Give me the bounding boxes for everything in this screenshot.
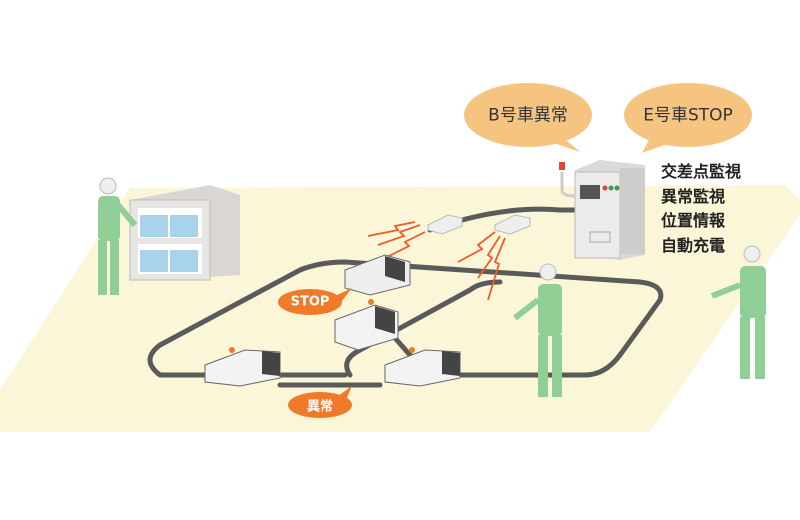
radio-signal-icons — [367, 221, 506, 301]
speech-bubble-e — [624, 83, 752, 153]
stop-badge — [278, 288, 352, 315]
agv-cart — [204, 347, 281, 387]
control-cabinet — [559, 160, 645, 260]
stop-badge-text: STOP — [290, 294, 330, 310]
speech-bubble-b — [464, 83, 592, 152]
shelf — [129, 185, 240, 281]
agv-cart — [384, 347, 461, 387]
function-item: 交差点監視 — [661, 162, 742, 181]
abnormal-badge-text: 異常 — [306, 399, 334, 415]
agv-cart — [344, 254, 411, 296]
function-item: 位置情報 — [661, 211, 726, 230]
worker — [98, 177, 138, 295]
function-item: 異常監視 — [661, 186, 726, 206]
agv-cart — [334, 299, 399, 351]
warning-lamp-icon — [559, 162, 565, 170]
bubble-e-car-text: E号車STOP — [643, 105, 733, 126]
function-item: 自動充電 — [661, 235, 726, 255]
wireless-stations — [427, 214, 531, 235]
bubble-b-car-text: B号車異常 — [488, 105, 568, 126]
abnormal-badge — [288, 386, 352, 418]
control-functions-list: 交差点監視 異常監視 位置情報 自動充電 — [661, 160, 741, 258]
worker — [710, 245, 766, 379]
worker — [513, 263, 562, 397]
